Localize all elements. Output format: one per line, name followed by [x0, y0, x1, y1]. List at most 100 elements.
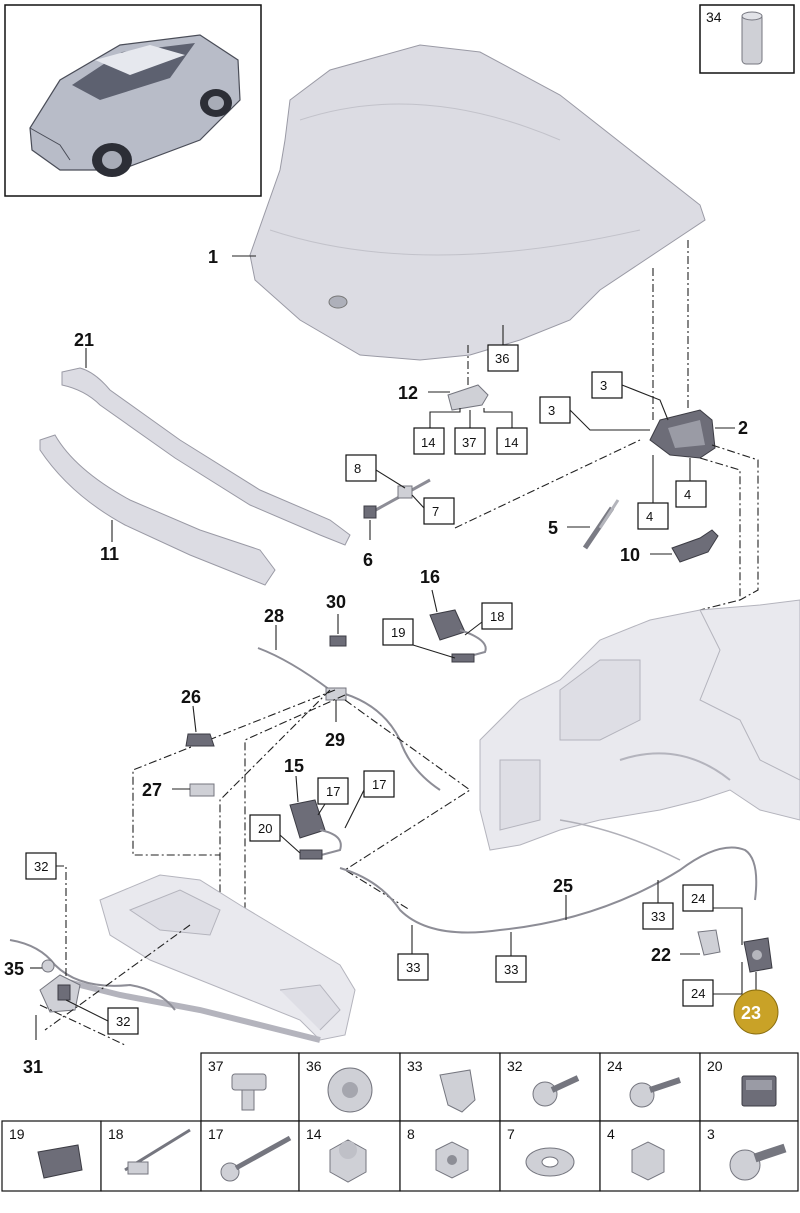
hardware-table-row2: 19 18 17 14 8 7 4 3: [1, 1120, 799, 1192]
callout-5: 5: [548, 518, 558, 538]
callout-15: 15: [284, 756, 304, 776]
svg-text:32: 32: [34, 859, 48, 874]
callout-1: 1: [208, 247, 218, 267]
nut-8-icon: [435, 1141, 469, 1179]
screw-17-icon: [220, 1135, 292, 1182]
clip-20-icon: [741, 1075, 777, 1107]
svg-text:34: 34: [706, 9, 722, 25]
ref-box-32b: [107, 1007, 139, 1035]
clip-26: [185, 733, 215, 747]
callout-30: 30: [326, 592, 346, 612]
ref-box-8: [345, 454, 377, 482]
svg-text:4: 4: [684, 487, 691, 502]
ref-box-7: [423, 497, 455, 525]
svg-text:17: 17: [326, 784, 340, 799]
ref-box-14a: [413, 427, 445, 455]
svg-text:24: 24: [607, 1058, 623, 1074]
svg-text:3: 3: [548, 403, 555, 418]
svg-text:8: 8: [354, 461, 361, 476]
ref-box-19: [382, 618, 414, 646]
svg-text:36: 36: [495, 351, 509, 366]
svg-text:4: 4: [646, 509, 653, 524]
callout-16: 16: [420, 567, 440, 587]
cable-16: [429, 609, 487, 663]
ref-box-37: [454, 427, 486, 455]
svg-text:4: 4: [607, 1126, 615, 1142]
ref-box-4b: [637, 502, 669, 530]
svg-text:18: 18: [108, 1126, 124, 1142]
callout-6: 6: [363, 550, 373, 570]
tube-icon: [741, 13, 763, 65]
svg-text:33: 33: [407, 1058, 423, 1074]
clip-19-icon: [37, 1144, 83, 1179]
callout-27: 27: [142, 780, 162, 800]
lock-23: [743, 937, 773, 973]
callout-21: 21: [74, 330, 94, 350]
ref-box-17a: [317, 777, 349, 805]
cable-22: [697, 929, 721, 956]
ref-box-32a: [25, 852, 57, 880]
callout-35: 35: [4, 959, 24, 979]
svg-text:32: 32: [507, 1058, 523, 1074]
strap-18-icon: [124, 1128, 191, 1175]
callout-12: 12: [398, 383, 418, 403]
ref-box-17b: [363, 770, 395, 798]
ref-box-33a: [397, 953, 429, 981]
callout-31: 31: [23, 1057, 43, 1077]
ref-box-18: [481, 602, 513, 630]
svg-text:32: 32: [116, 1014, 130, 1029]
svg-text:36: 36: [306, 1058, 322, 1074]
ref-box-34: 34: [699, 4, 795, 74]
lock-31: [9, 939, 176, 1013]
svg-text:24: 24: [691, 891, 705, 906]
callout-29: 29: [325, 730, 345, 750]
clip-27: [189, 783, 215, 797]
callout-25: 25: [553, 876, 573, 896]
callout-22: 22: [651, 945, 671, 965]
gas-strut-5: [582, 499, 620, 550]
nut-14-icon: [329, 1139, 367, 1183]
connector-29: [325, 687, 347, 701]
svg-text:7: 7: [432, 504, 439, 519]
bolt-3-icon: [729, 1143, 787, 1181]
nut-36-icon: [327, 1067, 373, 1113]
front-carrier: [59, 874, 356, 1043]
cable-15: [289, 799, 342, 860]
ref-box-4a: [675, 480, 707, 508]
ref-box-36: [487, 344, 519, 372]
hinge-2: [649, 409, 716, 459]
svg-text:33: 33: [406, 960, 420, 975]
svg-text:17: 17: [372, 777, 386, 792]
hood: [249, 44, 706, 361]
bolt-24-icon: [629, 1077, 681, 1108]
bolt-37-icon: [231, 1073, 267, 1111]
seal-21: [61, 367, 351, 546]
ref-box-24a: [682, 884, 714, 912]
svg-text:37: 37: [208, 1058, 224, 1074]
callout-23: 23: [741, 1003, 761, 1023]
bracket-12: [447, 384, 489, 411]
bolt-32-icon: [532, 1075, 580, 1107]
hardware-table-row1: 37 36 33 32 24 20: [200, 1052, 799, 1122]
trim-11: [39, 434, 276, 586]
svg-text:3: 3: [600, 378, 607, 393]
svg-text:33: 33: [504, 962, 518, 977]
bolt-35: [41, 959, 55, 973]
cable-25: [339, 819, 758, 934]
highlight-badge-23: [733, 989, 779, 1035]
callout-10: 10: [620, 545, 640, 565]
svg-text:37: 37: [462, 435, 476, 450]
svg-text:8: 8: [407, 1126, 415, 1142]
callout-11: 11: [100, 544, 119, 564]
svg-text:7: 7: [507, 1126, 515, 1142]
callout-2: 2: [738, 418, 748, 438]
svg-text:3: 3: [707, 1126, 715, 1142]
svg-text:14: 14: [421, 435, 435, 450]
vehicle-thumbnail: [4, 4, 262, 197]
svg-text:24: 24: [691, 986, 705, 1001]
svg-text:14: 14: [504, 435, 518, 450]
body-structure: [479, 599, 800, 851]
ref-box-14b: [496, 427, 528, 455]
svg-text:19: 19: [9, 1126, 25, 1142]
